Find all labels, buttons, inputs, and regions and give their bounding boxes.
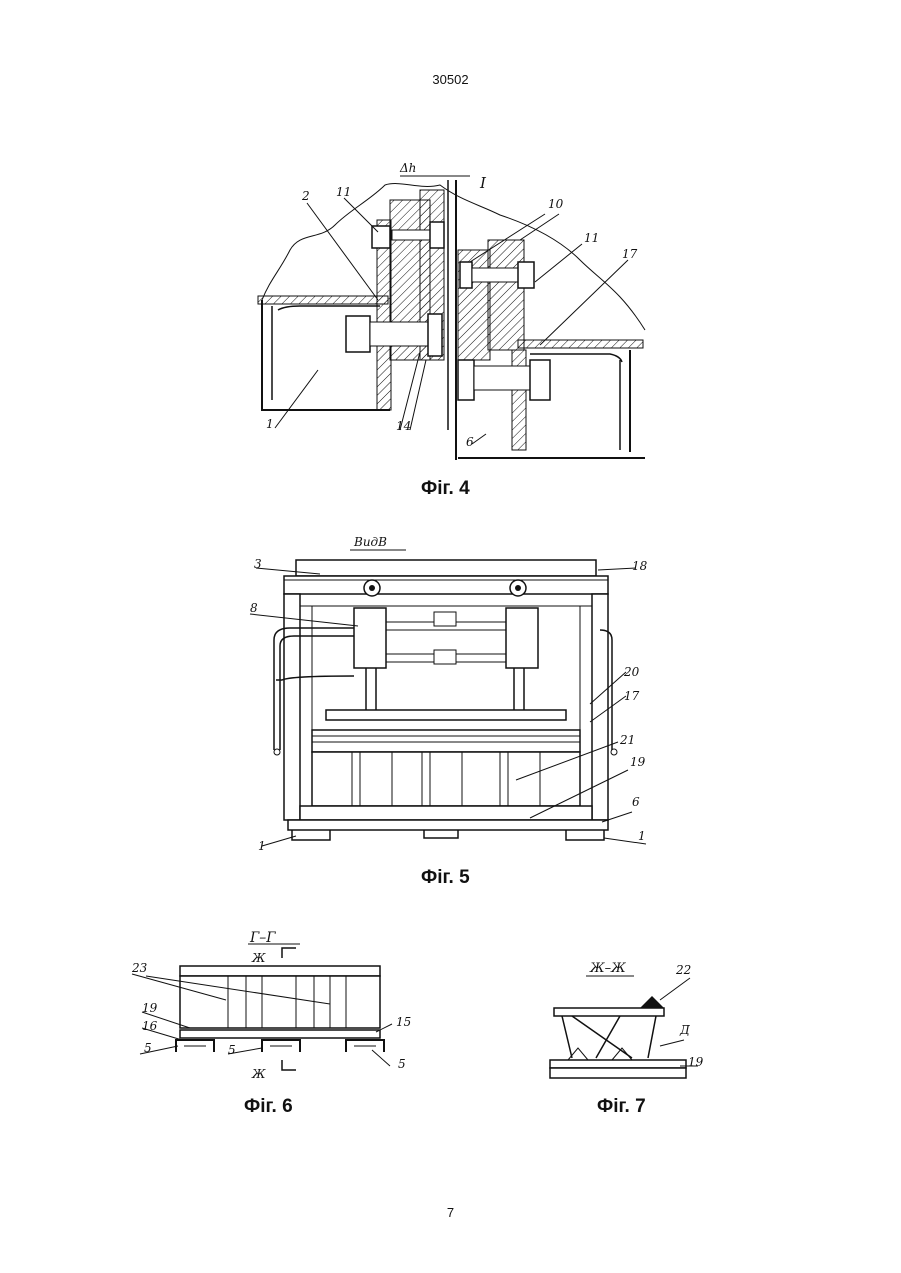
fig4-label-11b: 11: [584, 231, 599, 245]
figure-4-caption: Фіг. 4: [421, 478, 470, 500]
fig5-label-21: 21: [619, 733, 635, 747]
fig4-label-I: I: [479, 174, 487, 192]
figure-5-drawing: ВидВ 3 18 8 20 17 21 19 6 1 1: [0, 520, 901, 880]
fig4-label-14: 14: [396, 419, 411, 433]
page-number: 7: [0, 1205, 901, 1220]
fig5-label-17: 17: [624, 689, 640, 703]
fig5-label-3: 3: [254, 557, 262, 571]
fig5-label-6: 6: [632, 795, 640, 809]
fig4-label-17: 17: [622, 247, 638, 261]
figure-4-drawing: Δh I 2 11 10 11 17 1 14 6: [0, 0, 901, 470]
fig4-label-11a: 11: [336, 185, 351, 199]
figure-5-caption: Фіг. 5: [421, 867, 470, 889]
fig5-label-18: 18: [632, 559, 648, 573]
fig5-label-1a: 1: [258, 839, 266, 853]
fig5-label-8: 8: [250, 601, 258, 615]
fig5-label-1b: 1: [638, 829, 646, 843]
fig7-label-d: Д: [679, 1023, 690, 1037]
fig4-label-2: 2: [301, 189, 310, 203]
fig4-label-dh: Δh: [399, 161, 416, 175]
fig7-label-22: 22: [675, 963, 691, 977]
fig4-label-6: 6: [466, 435, 474, 449]
fig4-label-1: 1: [266, 417, 274, 431]
figure-7-drawing: Ж–Ж 22 Д 19: [0, 920, 901, 1090]
figure-7-caption: Фіг. 7: [597, 1096, 646, 1118]
fig7-label-section: Ж–Ж: [589, 961, 626, 976]
fig5-label-20: 20: [623, 665, 640, 679]
fig5-label-19: 19: [630, 755, 646, 769]
fig4-label-10: 10: [548, 197, 564, 211]
figure-6-caption: Фіг. 6: [244, 1096, 293, 1118]
fig5-label-view: ВидВ: [353, 535, 387, 549]
fig7-label-19: 19: [688, 1055, 704, 1069]
